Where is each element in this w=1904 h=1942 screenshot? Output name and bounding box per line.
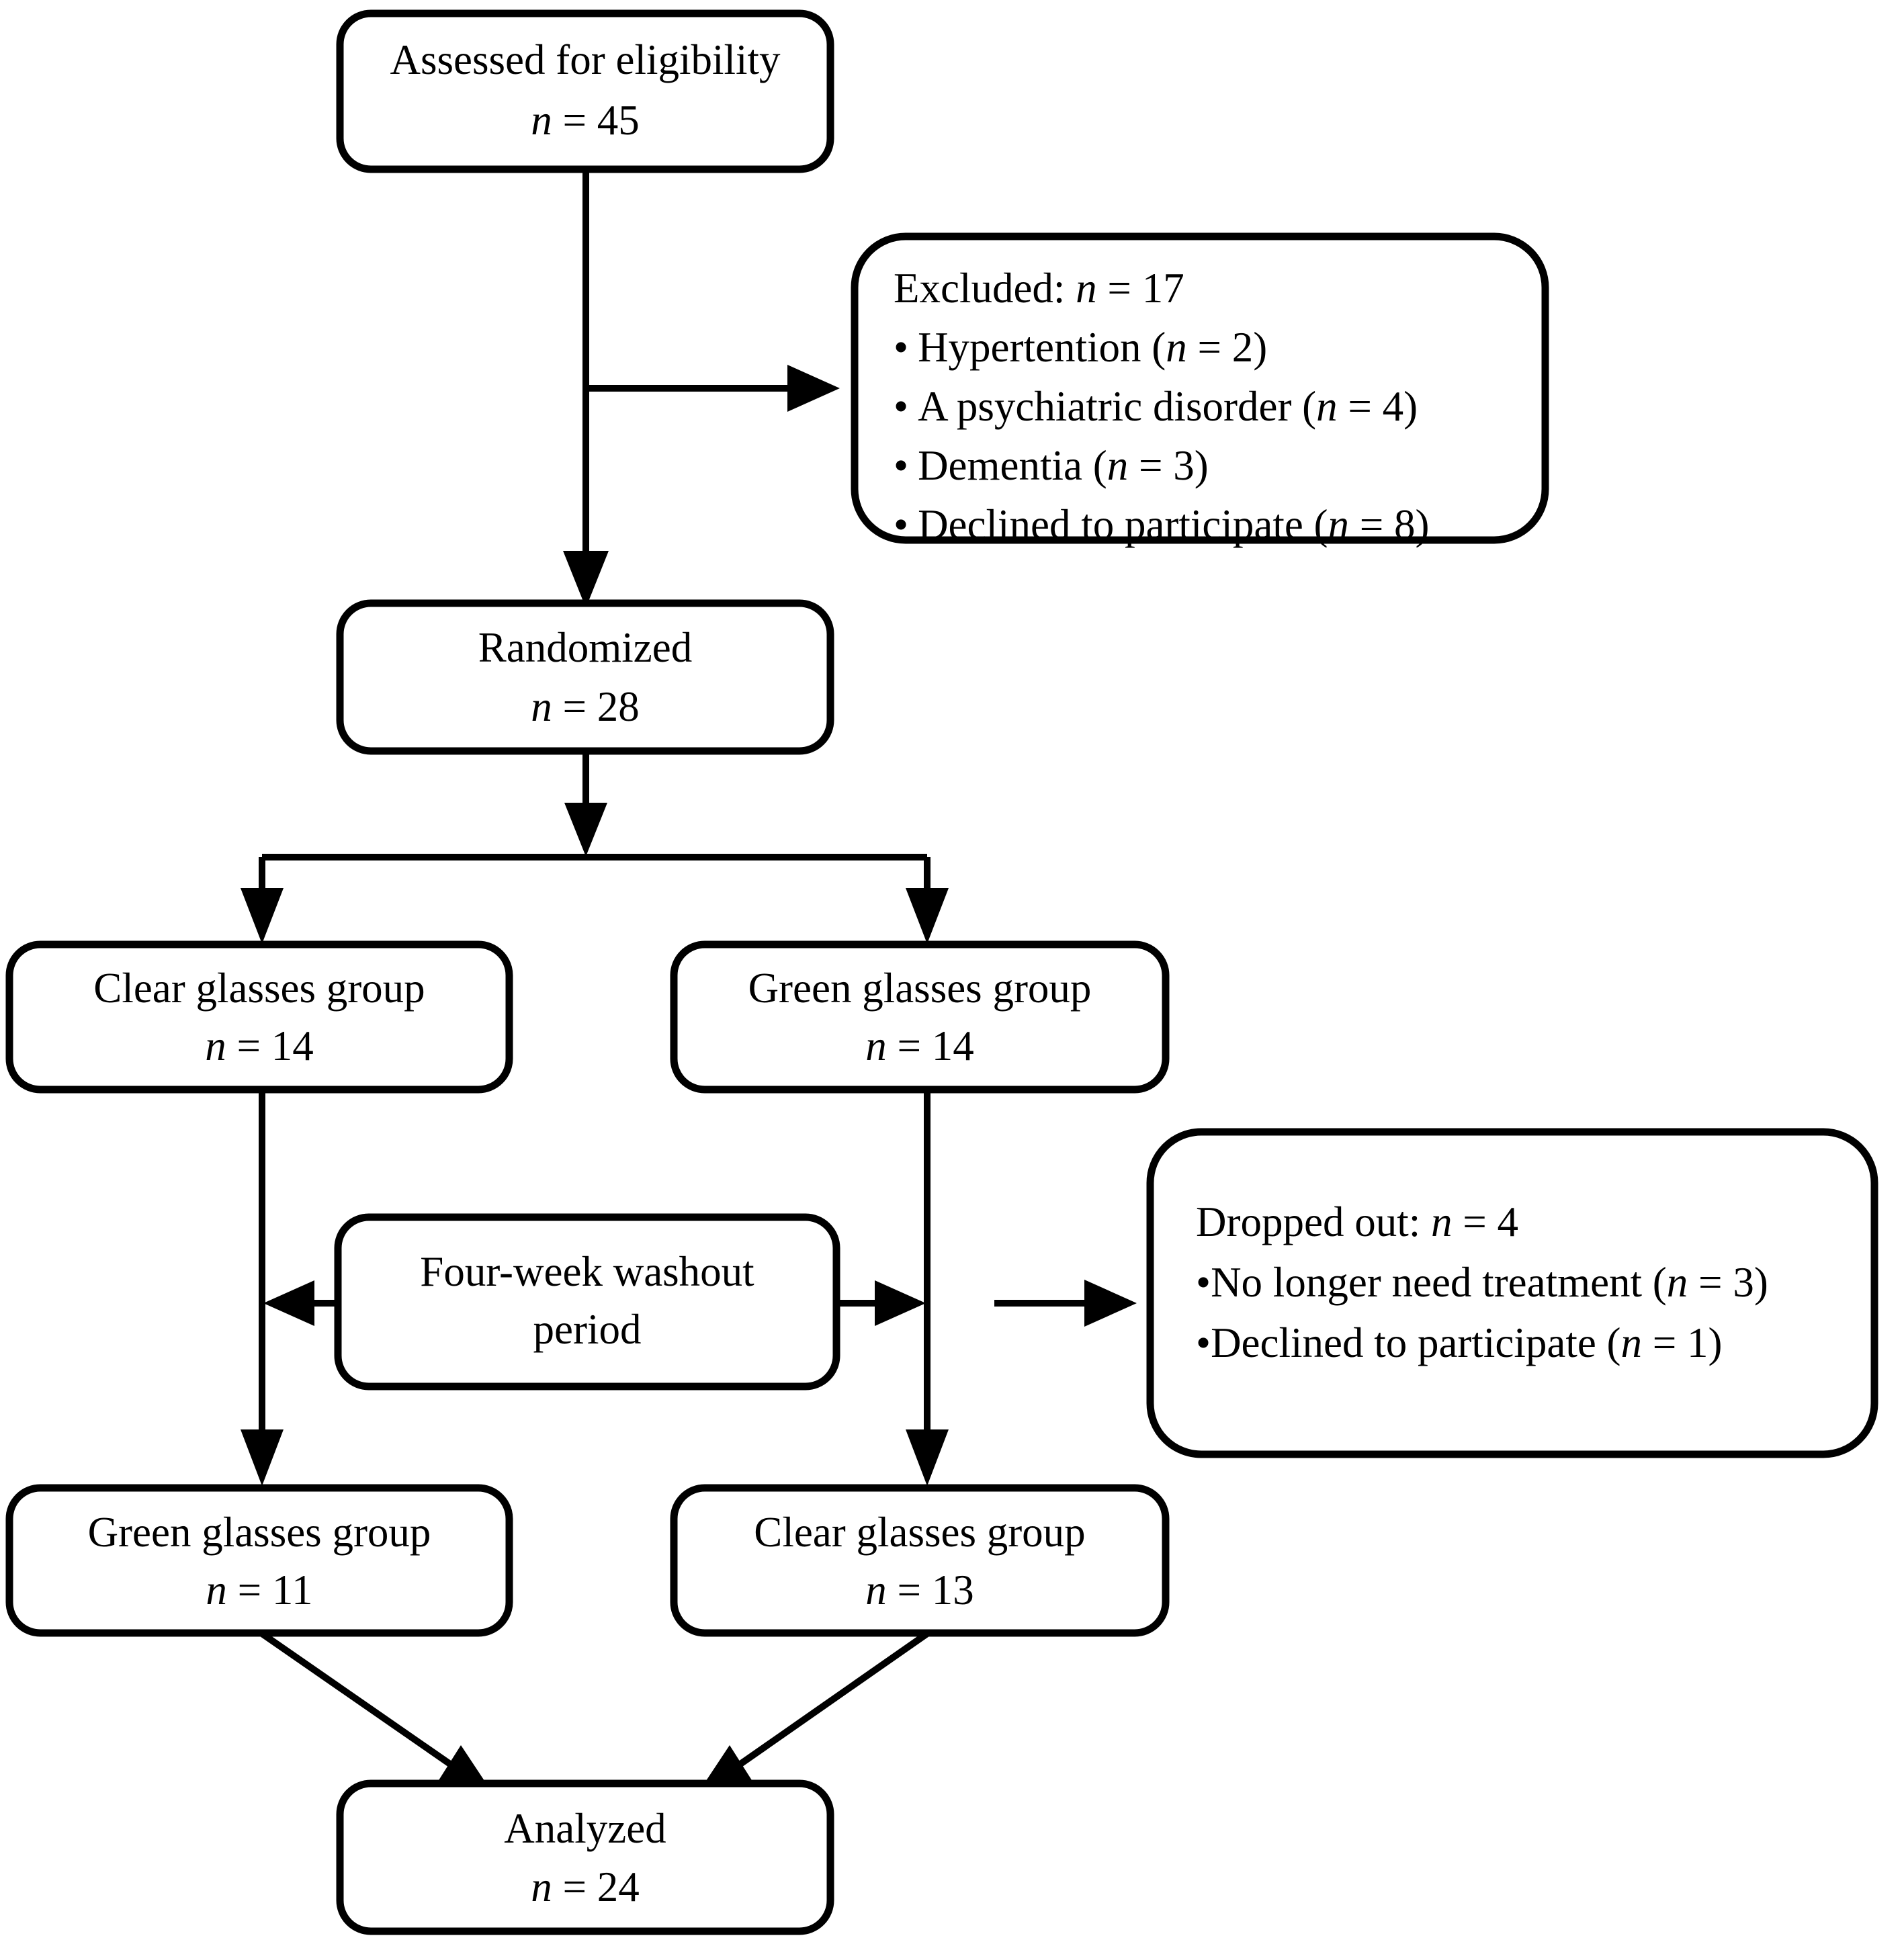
node-green-glasses-top-count: n = 14	[865, 1022, 974, 1069]
node-randomized-box[interactable]	[336, 599, 834, 755]
italic-n-symbol: n	[1621, 1319, 1643, 1366]
node-clear-glasses-top-count-value: = 14	[226, 1022, 314, 1069]
italic-n-symbol: n	[531, 1863, 552, 1910]
node-dropped-out-bullet-1-label: No longer need treatment (	[1211, 1259, 1667, 1306]
connector-assessed-to-randomized	[563, 169, 609, 608]
node-excluded-bullet-4: •Declined to participate (n = 8)	[894, 501, 1430, 548]
node-randomized-line1: Randomized	[478, 624, 692, 671]
node-excluded-bullet-2: •A psychiatric disorder (n = 4)	[894, 383, 1418, 430]
italic-n-symbol: n	[1076, 265, 1097, 312]
italic-n-symbol: n	[1431, 1198, 1453, 1245]
node-washout-period[interactable]: Four-week washout period	[334, 1213, 840, 1391]
node-randomized[interactable]: Randomized n = 28	[336, 599, 834, 755]
node-excluded-bullet-2-value: = 4)	[1338, 383, 1418, 430]
node-assessed-count: n = 45	[531, 97, 640, 144]
node-analyzed-box[interactable]	[336, 1779, 834, 1935]
node-excluded-bullet-4-label: Declined to participate (	[918, 501, 1328, 548]
italic-n-symbol: n	[206, 1566, 227, 1614]
italic-n-symbol: n	[205, 1022, 226, 1069]
node-excluded-bullet-1-label: Hypertention (	[918, 324, 1166, 371]
node-dropped-out-heading: Dropped out: n = 4	[1196, 1198, 1518, 1245]
node-dropped-out-bullet-2-label: Declined to participate (	[1211, 1319, 1620, 1366]
node-green-glasses-group-bottom[interactable]: Green glasses group n = 11	[5, 1484, 513, 1637]
node-washout-line1: Four-week washout	[420, 1248, 754, 1295]
node-green-glasses-bottom-box[interactable]	[5, 1484, 513, 1637]
node-clear-glasses-bottom-count-value: = 13	[887, 1566, 974, 1614]
node-assessed-count-value: = 45	[552, 97, 640, 144]
bullet-icon: •	[894, 442, 908, 489]
node-green-glasses-bottom-line1: Green glasses group	[88, 1509, 431, 1556]
node-green-glasses-group-top[interactable]: Green glasses group n = 14	[670, 940, 1170, 1094]
node-dropped-out-bullet-1-value: = 3)	[1688, 1259, 1768, 1306]
node-clear-glasses-top-line1: Clear glasses group	[93, 965, 425, 1012]
node-assessed-box[interactable]	[336, 9, 834, 173]
bullet-icon: •	[1196, 1259, 1211, 1306]
node-assessed-line1: Assessed for eligibility	[390, 36, 781, 83]
connector-green-top-to-clear-bottom	[906, 1090, 949, 1486]
node-excluded-box[interactable]	[851, 232, 1549, 544]
node-green-glasses-top-box[interactable]	[670, 940, 1170, 1094]
italic-n-symbol: n	[531, 97, 552, 144]
node-excluded-bullet-1: •Hypertention (n = 2)	[894, 324, 1267, 371]
connector-randomized-to-split	[564, 751, 607, 856]
node-clear-glasses-bottom-line1: Clear glasses group	[754, 1509, 1085, 1556]
italic-n-symbol: n	[1107, 442, 1129, 489]
bullet-icon: •	[894, 324, 908, 371]
node-clear-glasses-top-count: n = 14	[205, 1022, 314, 1069]
node-excluded-bullet-3-value: = 3)	[1128, 442, 1209, 489]
node-excluded-bullet-4-value: = 8)	[1349, 501, 1430, 548]
italic-n-symbol: n	[1316, 383, 1338, 430]
node-excluded-bullet-2-label: A psychiatric disorder (	[918, 383, 1316, 430]
connector-clear-bottom-to-analyzed	[697, 1630, 929, 1795]
node-analyzed-line1: Analyzed	[504, 1805, 666, 1852]
node-clear-glasses-bottom-count: n = 13	[865, 1566, 974, 1614]
node-excluded-heading: Excluded: n = 17	[894, 265, 1184, 312]
node-analyzed-count-value: = 24	[552, 1863, 640, 1910]
node-clear-glasses-group-top[interactable]: Clear glasses group n = 14	[5, 940, 513, 1094]
italic-n-symbol: n	[1166, 324, 1187, 371]
node-green-glasses-bottom-count-value: = 11	[227, 1566, 313, 1614]
connector-split-bar	[241, 854, 949, 944]
node-dropped-out-bullet-2-value: = 1)	[1642, 1319, 1723, 1366]
italic-n-symbol: n	[1328, 501, 1350, 548]
node-randomized-count-value: = 28	[552, 683, 640, 730]
node-dropped-out-bullet-2: •Declined to participate (n = 1)	[1196, 1319, 1723, 1366]
node-randomized-count: n = 28	[531, 683, 640, 730]
italic-n-symbol: n	[531, 683, 552, 730]
connector-green-bottom-to-analyzed	[260, 1630, 494, 1795]
node-analyzed[interactable]: Analyzed n = 24	[336, 1779, 834, 1935]
node-dropped-out-heading-label: Dropped out:	[1196, 1198, 1431, 1245]
connector-assessed-to-excluded	[586, 365, 840, 412]
node-washout-box[interactable]	[334, 1213, 840, 1391]
connector-washout-to-left-trunk	[263, 1280, 338, 1326]
node-green-glasses-top-count-value: = 14	[887, 1022, 974, 1069]
node-excluded[interactable]: Excluded: n = 17 •Hypertention (n = 2) •…	[851, 232, 1549, 548]
node-clear-glasses-bottom-box[interactable]	[670, 1484, 1170, 1637]
node-excluded-bullet-1-value: = 2)	[1187, 324, 1268, 371]
node-dropped-out-box[interactable]	[1146, 1128, 1878, 1458]
node-assessed-for-eligibility[interactable]: Assessed for eligibility n = 45	[336, 9, 834, 173]
node-dropped-out-heading-value: = 4	[1452, 1198, 1518, 1245]
bullet-icon: •	[1196, 1319, 1211, 1366]
node-clear-glasses-group-bottom[interactable]: Clear glasses group n = 13	[670, 1484, 1170, 1637]
node-excluded-bullet-3-label: Dementia (	[918, 442, 1107, 489]
bullet-icon: •	[894, 501, 908, 548]
bullet-icon: •	[894, 383, 908, 430]
node-excluded-heading-value: = 17	[1097, 265, 1184, 312]
connector-clear-top-to-green-bottom	[241, 1090, 284, 1486]
node-excluded-heading-label: Excluded:	[894, 265, 1076, 312]
node-dropped-out-bullet-1: •No longer need treatment (n = 3)	[1196, 1259, 1768, 1306]
node-analyzed-count: n = 24	[531, 1863, 640, 1910]
node-green-glasses-bottom-count: n = 11	[206, 1566, 312, 1614]
node-green-glasses-top-line1: Green glasses group	[748, 965, 1092, 1012]
connector-to-dropped-out	[994, 1280, 1137, 1327]
connector-washout-to-right-trunk	[836, 1280, 926, 1326]
node-dropped-out[interactable]: Dropped out: n = 4 •No longer need treat…	[1146, 1128, 1878, 1458]
node-excluded-bullet-3: •Dementia (n = 3)	[894, 442, 1209, 489]
italic-n-symbol: n	[865, 1566, 887, 1614]
node-washout-line2: period	[533, 1306, 642, 1353]
italic-n-symbol: n	[865, 1022, 887, 1069]
italic-n-symbol: n	[1667, 1259, 1688, 1306]
node-clear-glasses-top-box[interactable]	[5, 940, 513, 1094]
